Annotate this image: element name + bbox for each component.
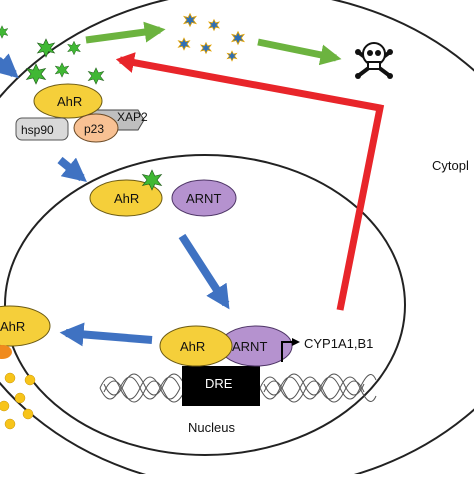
- cytoplasm-label: Cytopl: [432, 158, 469, 173]
- arrow-nuclear-export: [59, 322, 153, 347]
- metabolite-star-icon: [207, 18, 221, 32]
- nuclear-ahr-arnt-complex: ARNT AhR: [89, 169, 237, 217]
- degradation-dots: [0, 372, 36, 430]
- arnt-nuclear-shape: [171, 179, 237, 217]
- arnt-dna-label: ARNT: [232, 339, 267, 354]
- ligand-star-icon: [36, 38, 56, 58]
- arrow-metabolism-2: [257, 38, 342, 66]
- cytoplasmic-ahr-complex: XAP2 AhR hsp90 p23: [15, 83, 148, 143]
- hsp90-label: hsp90: [21, 123, 54, 137]
- p23-shape: [73, 113, 119, 143]
- ahr-nuclear-label: AhR: [114, 191, 139, 206]
- p23-label: p23: [84, 122, 104, 136]
- nucleus-label: Nucleus: [188, 420, 235, 435]
- xap2-label: XAP2: [117, 110, 148, 124]
- metabolite-star-icon: [199, 41, 213, 55]
- arrow-metabolism-1: [85, 21, 166, 44]
- arrow-nuclear-import: [57, 156, 87, 183]
- nucleus-membrane: [4, 154, 406, 456]
- ligand-star-icon: [87, 67, 105, 85]
- gene-label: CYP1A1,B1: [304, 336, 373, 351]
- ahr-exported-shape: [0, 305, 51, 347]
- ahr-cytoplasm-label: AhR: [57, 94, 82, 109]
- ligand-star-icon: [67, 40, 81, 56]
- ahr-dna-label: AhR: [180, 339, 205, 354]
- arnt-nuclear-label: ARNT: [186, 191, 221, 206]
- metabolite-star-icon: [226, 50, 238, 62]
- dna-helix: [99, 373, 377, 403]
- arrow-dna-binding: [178, 233, 230, 310]
- ahr-degrading-shape: [0, 345, 12, 359]
- arrow-ligand-entry: [0, 53, 19, 79]
- ahr-cytoplasm-shape: [33, 83, 103, 119]
- dna-bound-ahr-arnt-complex: ARNT AhR: [159, 325, 293, 367]
- ligand-star-icon: [0, 25, 9, 39]
- dre-label: DRE: [205, 376, 233, 391]
- ahr-dna-shape: [159, 325, 233, 367]
- hsp90-shape: [15, 117, 69, 141]
- transcription-start-arrow-icon: [281, 338, 300, 362]
- ligand-star-icon: [141, 169, 163, 191]
- ligand-star-icon: [54, 62, 70, 78]
- skull-crossbones-icon: [355, 42, 393, 79]
- metabolite-star-icon: [177, 37, 191, 51]
- ahr-exported-label: AhR: [0, 319, 25, 334]
- arrow-cyp-feedback: [115, 52, 385, 311]
- metabolite-star-icon: [182, 12, 198, 28]
- ligand-star-icon: [25, 63, 47, 85]
- dre-box: [182, 366, 260, 406]
- metabolite-star-icon: [230, 30, 246, 46]
- ahr-nuclear-shape: [89, 179, 163, 217]
